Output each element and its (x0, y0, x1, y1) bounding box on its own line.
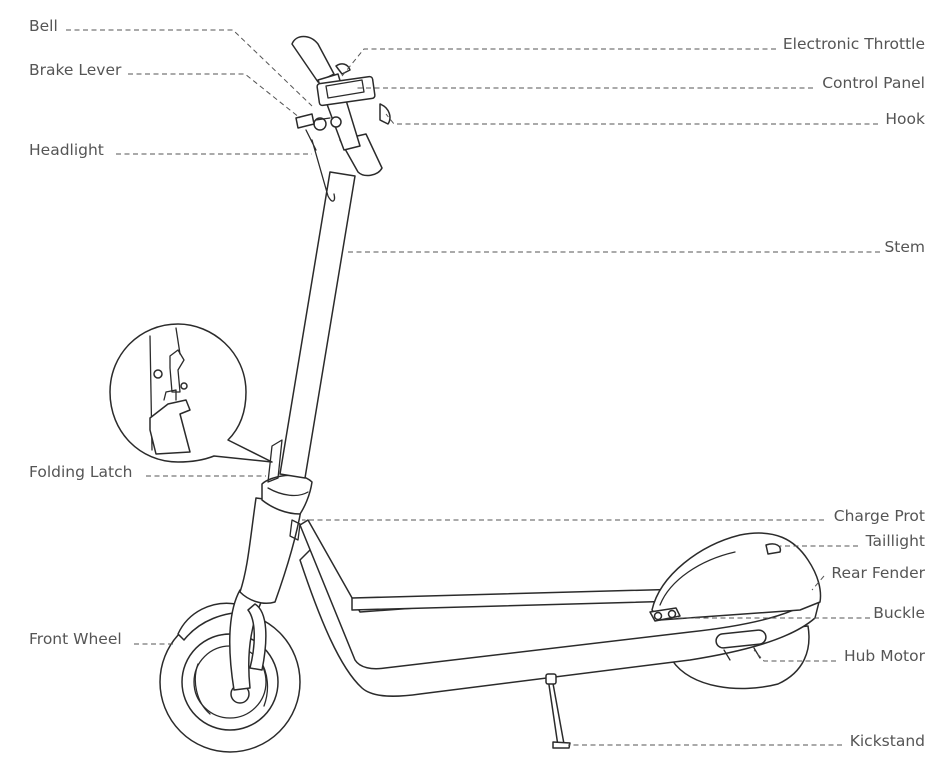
label-headlight: Headlight (29, 141, 104, 159)
rear-fender (651, 532, 822, 621)
label-brake-lever: Brake Lever (29, 61, 122, 79)
leader-bell (66, 29, 313, 107)
handlebar (291, 35, 391, 202)
leader-rear-fender (811, 575, 825, 591)
leader-hook (385, 113, 878, 125)
label-hub-motor: Hub Motor (844, 647, 926, 665)
part-labels: Bell Brake Lever Headlight Folding Latch… (29, 17, 926, 750)
label-stem: Stem (884, 238, 925, 256)
leader-hub-motor (753, 649, 836, 662)
label-buckle: Buckle (873, 604, 925, 622)
leader-brake-lever (128, 73, 301, 119)
buckle-part (649, 607, 681, 622)
label-rear-fender: Rear Fender (831, 564, 925, 582)
hub-motor-housing (715, 629, 767, 661)
stem-part (267, 171, 356, 483)
label-front-wheel: Front Wheel (29, 630, 122, 648)
label-taillight: Taillight (865, 532, 925, 550)
folding-latch-detail-inset (109, 323, 273, 463)
front-fork (228, 589, 267, 691)
label-hook: Hook (885, 110, 925, 128)
label-charge-port: Charge Prot (834, 507, 925, 525)
label-control-panel: Control Panel (822, 74, 925, 92)
steering-head (239, 474, 313, 604)
scooter-illustration (109, 35, 822, 753)
label-bell: Bell (29, 17, 58, 35)
leader-electronic-throttle (341, 48, 776, 77)
label-kickstand: Kickstand (850, 732, 925, 750)
label-folding-latch: Folding Latch (29, 463, 132, 481)
leader-lines (66, 29, 880, 746)
label-electronic-throttle: Electronic Throttle (783, 35, 925, 53)
kickstand-part (545, 673, 571, 749)
